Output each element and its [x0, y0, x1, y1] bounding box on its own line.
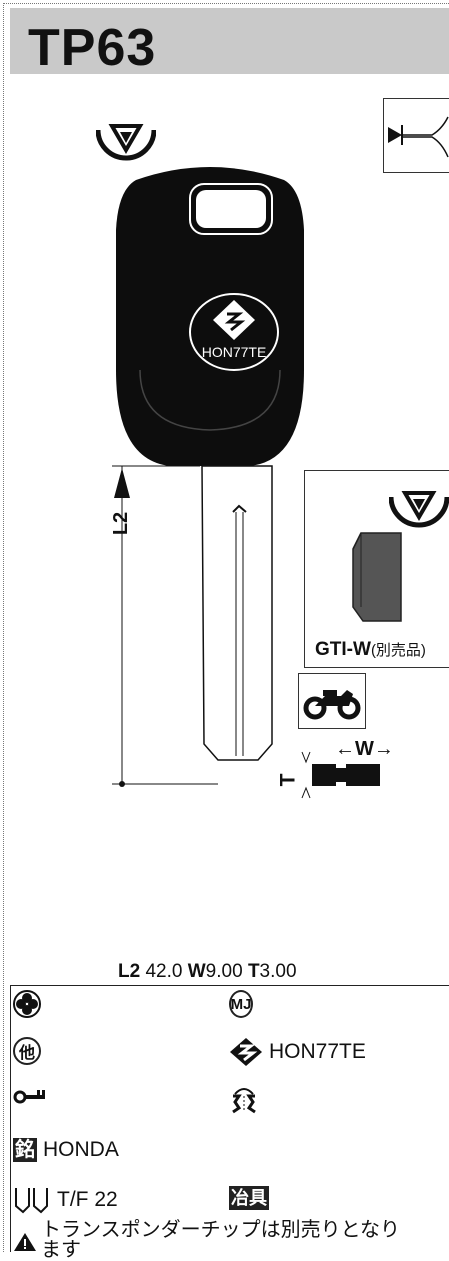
dim-w-value: 9.00	[205, 961, 243, 982]
key-logo-text: HON77TE	[201, 344, 267, 360]
warning-icon	[14, 1233, 36, 1251]
key-icon	[13, 1090, 45, 1104]
spec-other: 他	[13, 1037, 41, 1065]
cut-profile-icon	[388, 116, 449, 158]
cut-profile-box	[383, 98, 449, 173]
chip-icon	[352, 532, 402, 622]
dimensions-line: L2 42.0 W9.00 T3.00	[118, 961, 297, 983]
transponder-icon	[96, 124, 156, 161]
w-label: ←W→	[335, 738, 394, 760]
l2-dimension	[112, 465, 218, 787]
machine-tag: 冶具	[229, 1186, 269, 1210]
cross-section	[301, 751, 380, 799]
other-badge: 他	[13, 1037, 41, 1065]
spec-tf: T/F 22	[13, 1186, 118, 1214]
t-label: T	[276, 773, 300, 787]
dim-l2-value: 42.0	[145, 961, 183, 982]
chip-model: GTI-W	[315, 639, 371, 660]
reference-text: HON77TE	[269, 1040, 366, 1063]
page-title: TP63	[28, 19, 157, 77]
chip-box: GTI-W(別売品)	[304, 470, 449, 668]
spec-reference: HON77TE	[229, 1037, 366, 1067]
tf-text: T/F 22	[57, 1188, 118, 1211]
key-logo: HON77TE	[187, 292, 281, 372]
page-border	[3, 3, 449, 1252]
motorcycle-icon	[303, 690, 361, 720]
chip-label: GTI-W(別売品)	[315, 639, 426, 661]
dim-t-label: T	[247, 961, 260, 982]
spec-mj: MJ	[229, 990, 253, 1018]
logo-icon	[230, 1038, 262, 1066]
warning-line-1: トランスポンダーチップは別売りとなり	[41, 1219, 400, 1241]
title-bar: TP63	[10, 8, 449, 77]
spec-machine: 冶具	[229, 1186, 269, 1210]
mj-badge: MJ	[229, 990, 253, 1018]
brand-tag: 銘	[13, 1138, 37, 1162]
spec-table: MJ 他 HON77TE 銘 HONDA	[10, 985, 449, 1260]
l2-label: L2	[110, 511, 133, 536]
clover-icon	[13, 990, 41, 1018]
groove-icon	[232, 1088, 256, 1114]
blade-icon	[15, 1188, 48, 1214]
transponder-icon	[389, 491, 449, 528]
spec-brand: 銘 HONDA	[13, 1138, 119, 1162]
logo-icon	[189, 293, 279, 371]
spec-clover	[13, 990, 41, 1018]
dim-l2-label: L2	[118, 961, 141, 982]
dim-t-value: 3.00	[259, 961, 297, 982]
w-letter: W	[355, 738, 374, 760]
warning-text: トランスポンダーチップは別売りとなり ます	[41, 1220, 400, 1260]
motorcycle-box	[298, 673, 366, 729]
chip-note: (別売品)	[370, 642, 426, 659]
warning-line-2: ます	[41, 1239, 81, 1261]
spec-groove	[229, 1084, 259, 1114]
spec-key	[13, 1086, 47, 1108]
key-drawing	[116, 167, 304, 761]
dim-w-label: W	[187, 961, 206, 982]
brand-text: HONDA	[43, 1138, 119, 1161]
